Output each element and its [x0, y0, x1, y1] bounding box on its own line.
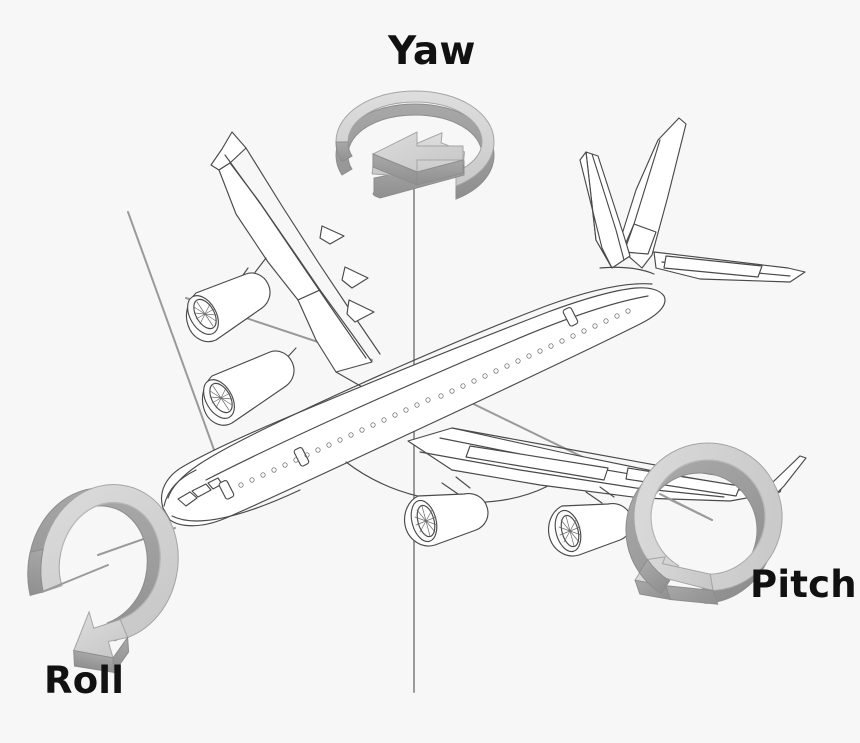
port-flap-fairing-3	[346, 299, 375, 323]
pitch-rotation-arrow	[625, 442, 783, 605]
roll-axis-line	[127, 211, 231, 495]
roll-label: Roll	[44, 659, 125, 702]
starboard-engine-1-pylon	[441, 476, 471, 495]
port-engine-2-fan-blades	[209, 385, 233, 411]
starboard-wing-trailing	[419, 451, 725, 498]
starboard-engines	[403, 476, 633, 557]
port-engines	[185, 257, 297, 426]
pitch-axis-inner-segment	[659, 493, 713, 521]
cockpit-window-2	[191, 483, 212, 498]
port-hstab-hinge	[591, 153, 625, 261]
tail-cone-fairing	[599, 266, 655, 275]
horizontal-stabilizers	[579, 151, 806, 283]
fuselage-door-1	[218, 479, 235, 500]
starboard-flap-panel	[465, 445, 609, 481]
port-engine-1-fan-blades	[193, 301, 217, 327]
yaw-ring-tail-cap	[335, 141, 353, 163]
port-flap-fairing-1	[319, 225, 345, 245]
pitch-arrowhead-lower	[665, 585, 719, 605]
fuselage-body	[161, 287, 666, 527]
main-deck-windows	[238, 397, 431, 488]
roll-arrowhead-face	[73, 610, 129, 659]
port-wing-inner	[297, 289, 373, 373]
pitch-label: Pitch	[750, 563, 857, 606]
starboard-hstab-panel	[663, 255, 763, 278]
nose-outline	[163, 469, 197, 507]
port-wing-spar-line	[245, 147, 381, 355]
pitch-ring-tail-cap	[638, 558, 671, 595]
pitch-arrow-top	[633, 442, 783, 591]
fuselage-belly-line	[171, 489, 301, 522]
rudder-panel	[623, 223, 657, 255]
fuselage	[161, 283, 666, 527]
yaw-rotation-arrow	[335, 90, 495, 200]
axis-lines-foreground	[41, 493, 713, 593]
pitch-arrow-inner-edge	[650, 459, 766, 565]
yaw-label: Yaw	[388, 29, 476, 74]
cockpit-window-1	[177, 491, 198, 507]
roll-axis-inner-segment	[41, 564, 109, 593]
upper-deck-line	[205, 295, 649, 481]
starboard-winglet	[771, 455, 807, 493]
fuselage-crown-line	[167, 283, 653, 499]
port-wing-slat-line	[224, 154, 367, 359]
roll-ring-tail-cap	[27, 548, 44, 596]
fuselage-door-2	[293, 446, 310, 467]
roll-arrow-inner-edge	[60, 501, 161, 621]
upper-deck-windows	[438, 308, 631, 399]
port-hstab-inner	[579, 151, 613, 269]
port-flap-fairing-2	[341, 266, 369, 289]
starboard-engine-1-fan-blades	[414, 505, 438, 537]
aircraft-drawing	[161, 117, 807, 557]
roll-arrowhead-tip	[112, 636, 130, 674]
starboard-engine-2-fan-blades	[558, 515, 582, 547]
roll-rotation-arrow	[27, 484, 179, 674]
fuselage-door-3	[562, 306, 579, 327]
port-wing-group	[210, 131, 421, 415]
vertical-stabilizer	[617, 117, 687, 269]
starboard-engine-2-pylon	[585, 486, 615, 504]
yaw-arrowhead-bottom	[416, 159, 464, 186]
